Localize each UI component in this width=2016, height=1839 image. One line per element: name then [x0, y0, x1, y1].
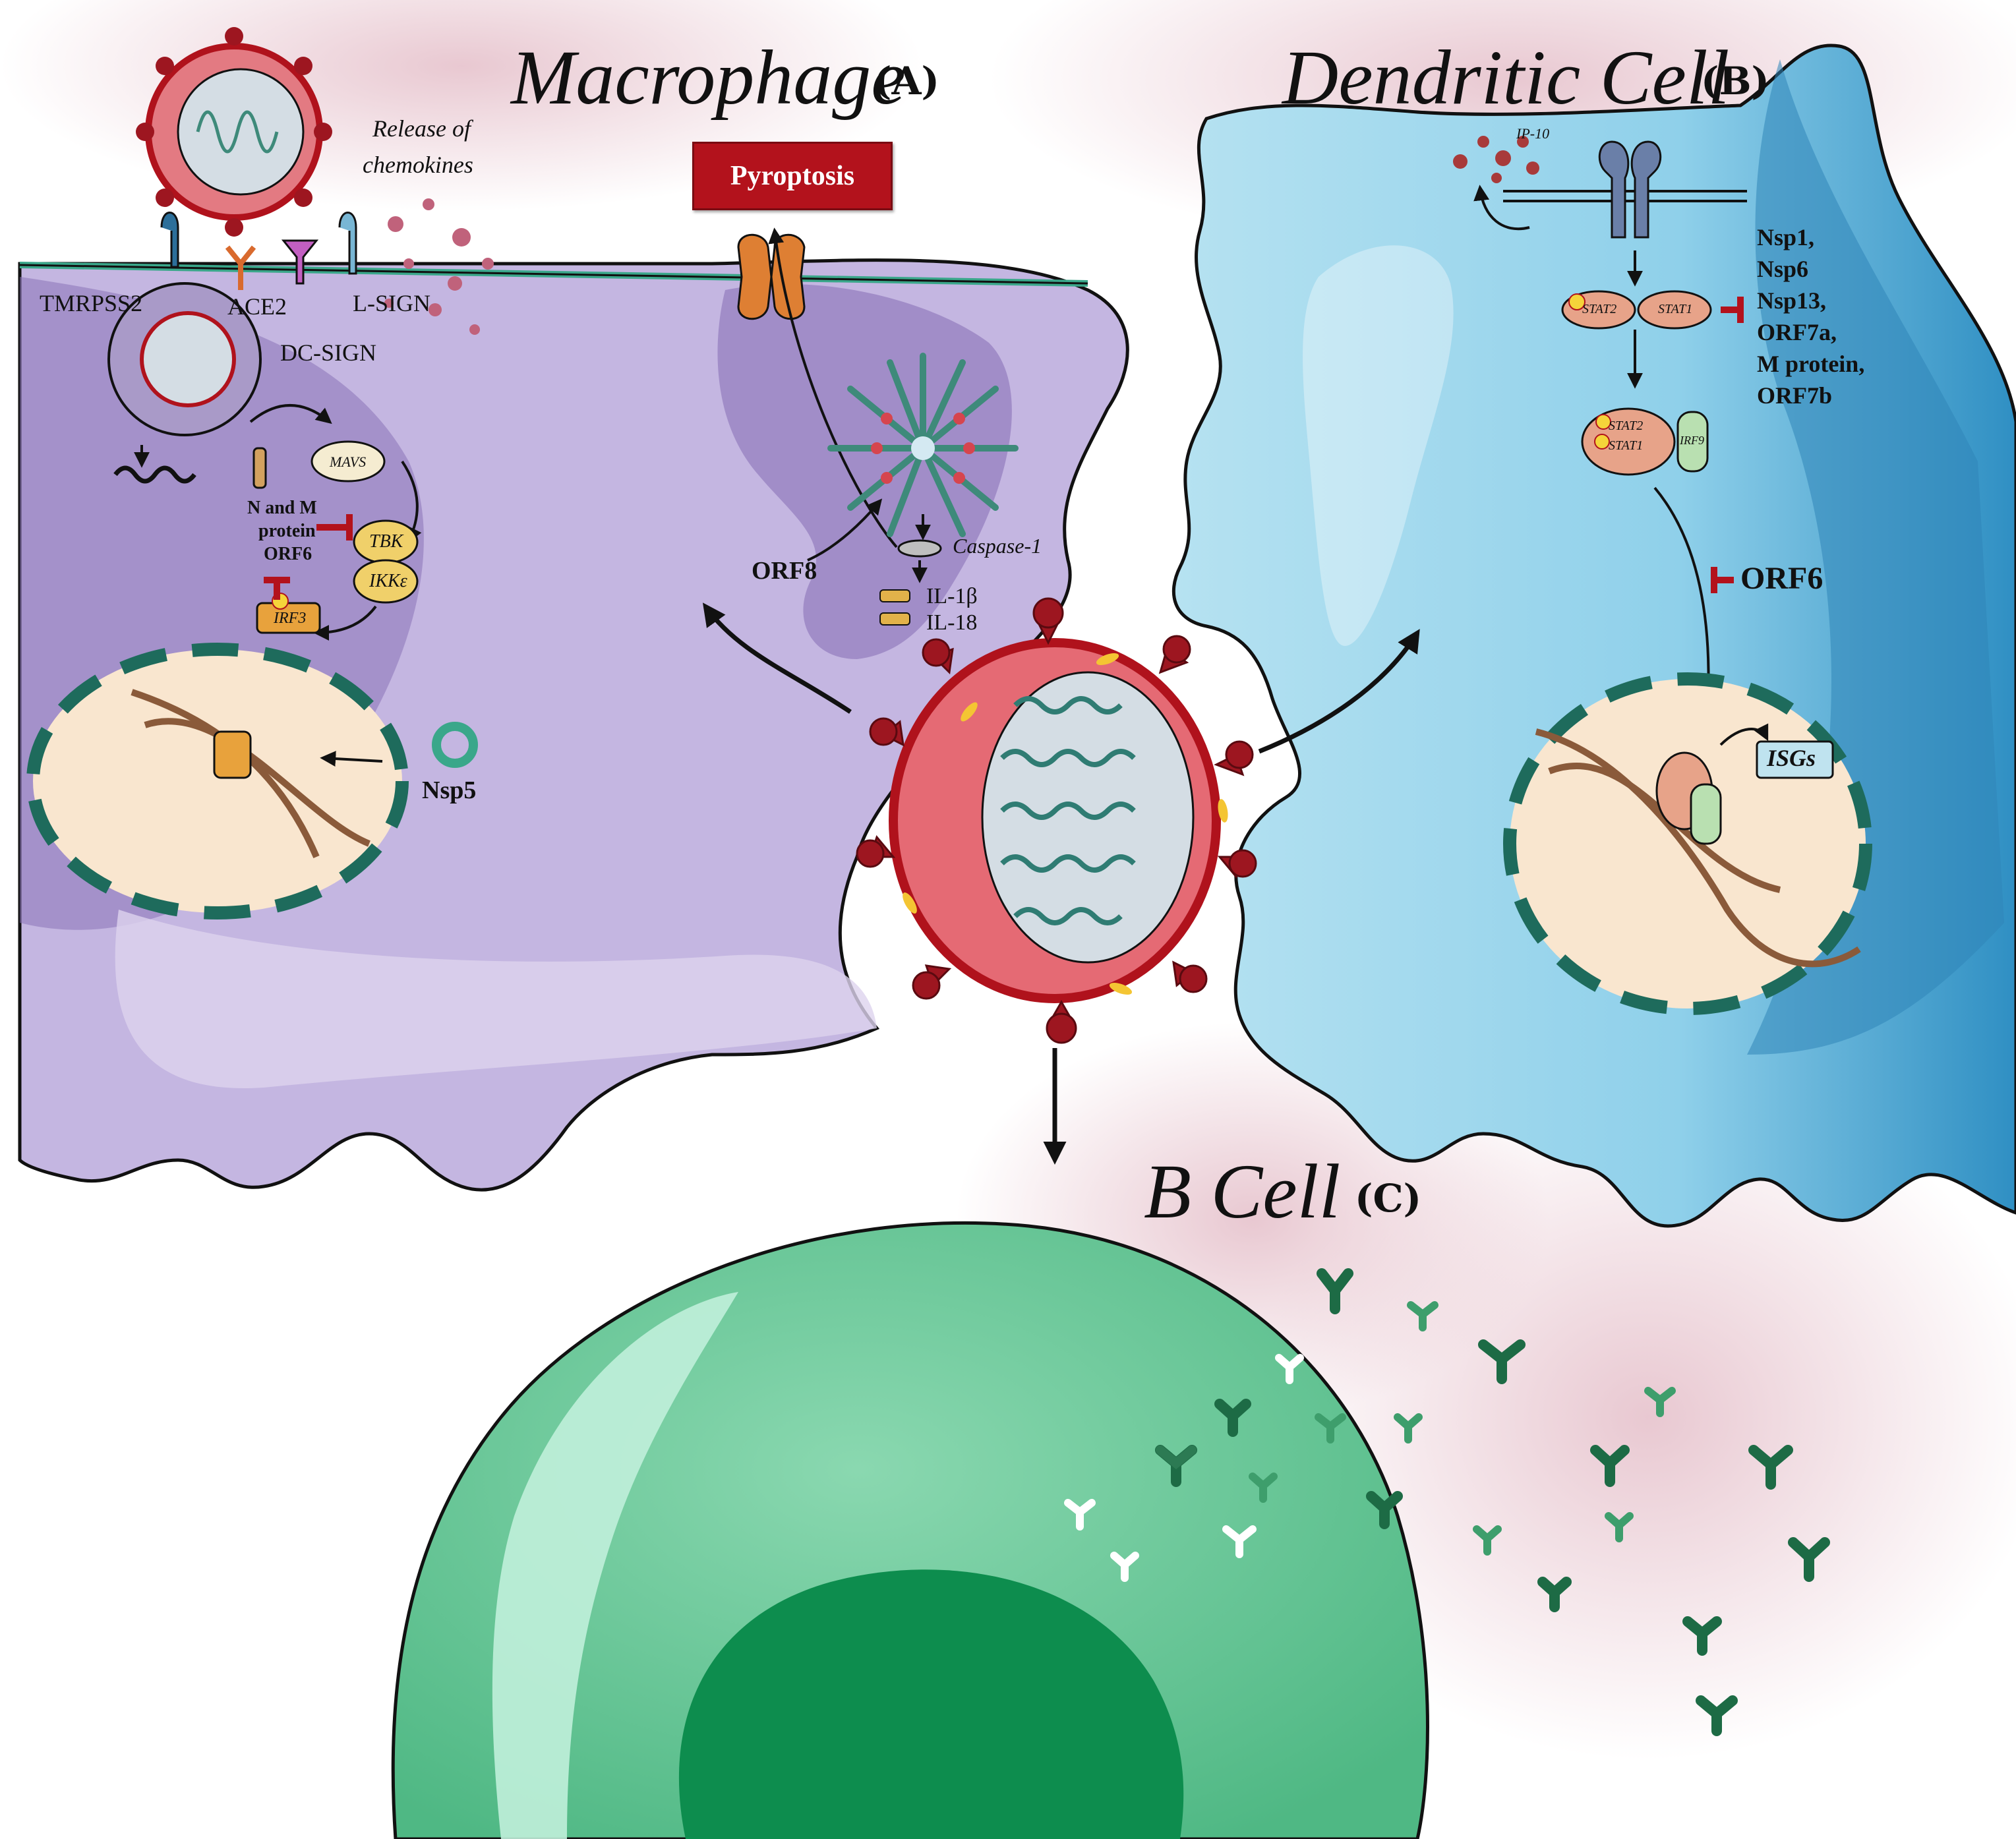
gasdermin-pore-icon — [737, 233, 806, 320]
arrow-to-dendritic — [1258, 629, 1420, 754]
nsp5-arrow — [320, 751, 383, 767]
tmprss2-label: TMRPSS2 — [40, 290, 143, 316]
isgs-box — [1756, 740, 1834, 779]
dc-inhibitor-label: M protein, — [1757, 351, 1865, 377]
ikke-protein — [353, 559, 419, 604]
l-sign-label: L-SIGN — [353, 290, 430, 316]
endosome-icon — [107, 282, 262, 436]
ip10-dots — [1453, 136, 1539, 183]
dc-inhibitor-label: Nsp1, — [1757, 224, 1815, 250]
il1b-label: IL-1β — [926, 584, 978, 608]
inhibitor-icon — [1721, 297, 1744, 323]
dendritic-cell — [1171, 44, 2016, 1228]
caspase1-icon — [897, 539, 942, 558]
irf9-label: IRF9 — [1680, 434, 1704, 447]
stat1-protein — [1637, 290, 1712, 330]
orf6-macrophage-label: ORF6 — [264, 544, 312, 564]
stat2-label: STAT2 — [1582, 302, 1617, 316]
il18-icon — [879, 612, 910, 626]
pyroptosis-arrow — [768, 227, 898, 548]
inhibitor-icon — [1711, 567, 1734, 593]
virus-small-icon — [136, 27, 332, 237]
sars-cov-2-virion-icon — [856, 597, 1257, 1044]
mavs-label: MAVS — [330, 453, 367, 470]
tbk-label: TBK — [369, 531, 403, 552]
phospho-icon — [1594, 434, 1610, 450]
dc-inhibitor-label: Nsp13, — [1757, 287, 1827, 314]
isgf3-arrow — [1653, 486, 1717, 715]
dendritic-nucleus — [1503, 672, 1872, 1015]
dendritic-panel-tag: (B) — [1701, 59, 1769, 103]
nsp5-icon — [432, 722, 478, 768]
irf9-protein — [1676, 411, 1709, 473]
dc-sign-label: DC-SIGN — [280, 339, 377, 366]
chemokines-label: chemokines — [363, 152, 473, 178]
caspase1-label: Caspase-1 — [953, 534, 1042, 558]
dc-inhibitor-label: ORF7b — [1757, 382, 1833, 409]
dc-inhibitor-label: Nsp6 — [1757, 256, 1809, 282]
isgs-label: ISGs — [1767, 745, 1816, 771]
isg-arrow — [1719, 723, 1769, 746]
macrophage-nucleus — [26, 643, 409, 920]
il18-label: IL-18 — [926, 610, 978, 635]
dendritic-title: Dendritic Cell — [1282, 34, 1730, 121]
mavs-protein — [311, 440, 386, 482]
ip10-label: IP-10 — [1516, 125, 1550, 142]
orf6-dendritic-label: ORF6 — [1740, 561, 1823, 596]
stat1-label: STAT1 — [1658, 302, 1693, 316]
ifn-receptor-icon — [1598, 140, 1662, 239]
n-and-m-label: N and M — [247, 498, 317, 518]
bcell-panel-tag: (C) — [1355, 1176, 1422, 1221]
irf3-label: IRF3 — [274, 610, 307, 627]
ikke-label: IKKε — [369, 571, 407, 591]
chemokine-dots — [384, 198, 494, 335]
il1b-icon — [879, 589, 910, 602]
membrane-receptors — [160, 212, 357, 290]
rna-fragment — [252, 447, 267, 489]
ace2-label: ACE2 — [227, 293, 287, 320]
arrow-to-macrophage — [702, 602, 852, 714]
orf8-label: ORF8 — [752, 557, 817, 585]
orf8-arrow — [807, 498, 883, 562]
bcell-title: B Cell — [1144, 1148, 1341, 1235]
phospho-icon — [1595, 414, 1611, 430]
stat1-complex-label: STAT1 — [1609, 438, 1644, 453]
macrophage-panel-tag: (A) — [874, 59, 939, 103]
protein-label: protein — [258, 521, 316, 541]
antibody-cluster — [1064, 1268, 1830, 1736]
pyroptosis-badge: Pyroptosis — [692, 142, 893, 210]
nsp5-label: Nsp5 — [422, 776, 477, 804]
dc-inhibitor-label: ORF7a, — [1757, 319, 1837, 345]
macrophage-title: Macrophage — [511, 34, 906, 121]
release-of-label: Release of — [372, 115, 471, 142]
ip10-arrow — [1473, 185, 1530, 231]
stat2-complex-label: STAT2 — [1609, 419, 1644, 433]
inflammasome-icon — [827, 353, 1019, 537]
phospho-icon — [1568, 293, 1586, 310]
b-cell — [391, 1221, 1429, 1839]
